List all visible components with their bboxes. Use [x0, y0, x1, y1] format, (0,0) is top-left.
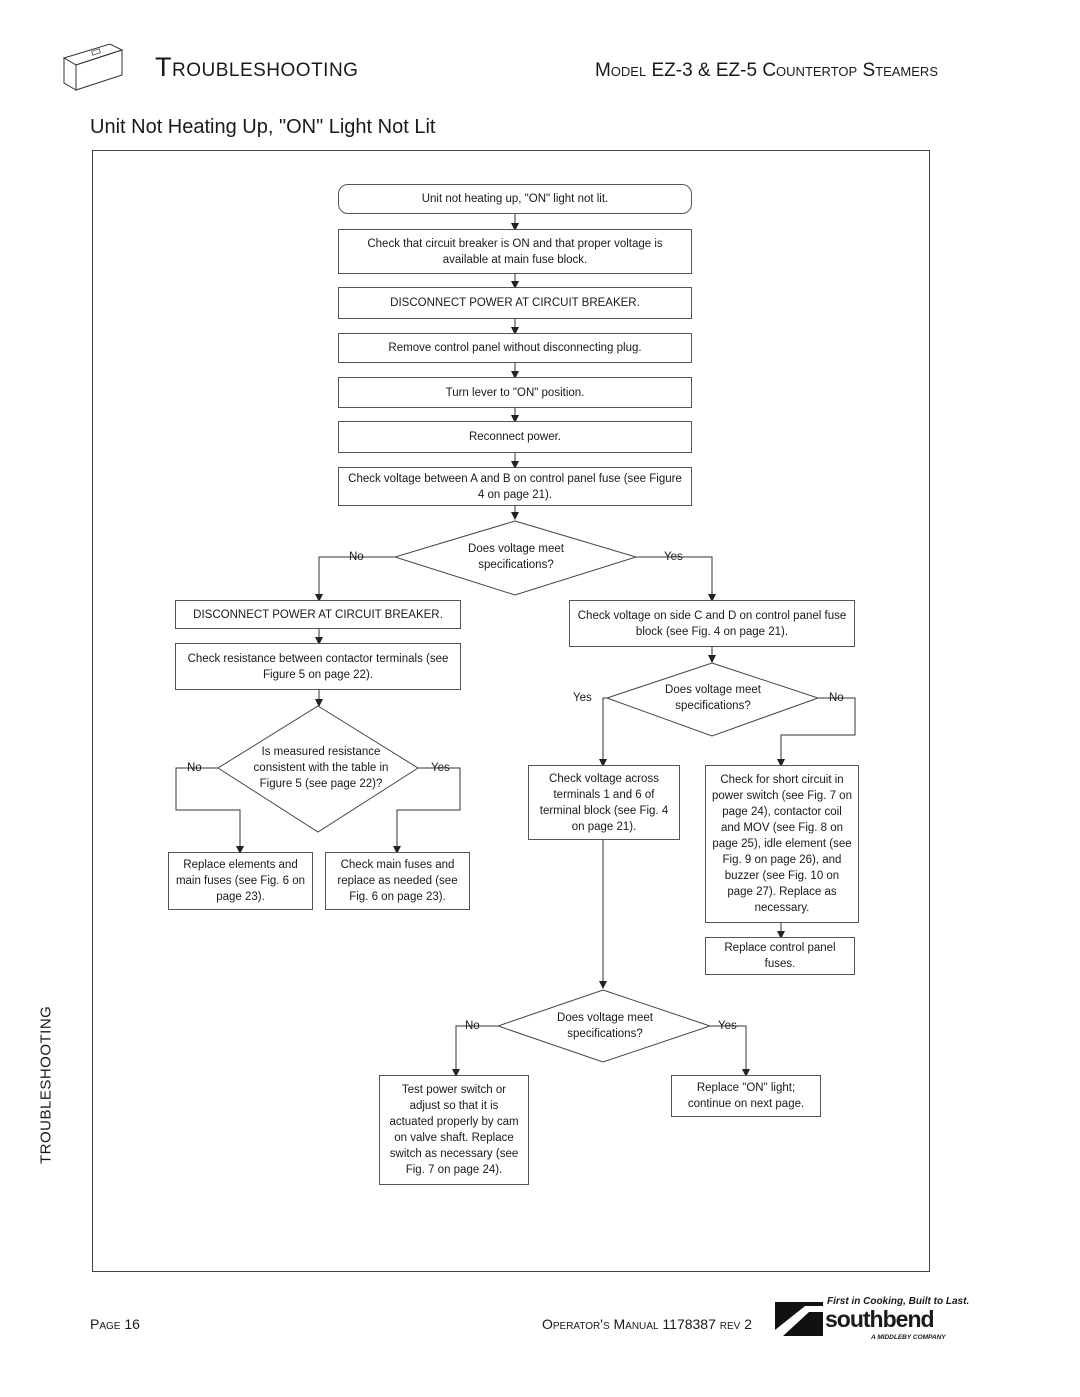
decision-3-yes: Yes — [718, 1020, 737, 1032]
flow-step-check-breaker: Check that circuit breaker is ON and tha… — [338, 229, 692, 274]
brand-subtitle: A MIDDLEBY COMPANY — [871, 1334, 946, 1341]
flow-step-check-ab: Check voltage between A and B on control… — [338, 467, 692, 506]
flow-replace-panel-fuses: Replace control panel fuses. — [705, 937, 855, 975]
decision-diamond-resistance — [217, 705, 419, 833]
southbend-logo: First in Cooking, Built to Last. southbe… — [775, 1296, 969, 1344]
flow-check-short-circuit: Check for short circuit in power switch … — [705, 765, 859, 923]
flow-left-disconnect: DISCONNECT POWER AT CIRCUIT BREAKER. — [175, 600, 461, 629]
decision-1-yes: Yes — [664, 551, 683, 563]
brand-tagline: First in Cooking, Built to Last. — [827, 1296, 970, 1307]
decision-diamond-1 — [393, 520, 638, 596]
flow-start: Unit not heating up, "ON" light not lit. — [338, 184, 692, 214]
decision-3-no: No — [465, 1020, 480, 1032]
model-title: Model EZ-3 & EZ-5 Countertop Steamers — [594, 60, 938, 81]
decision-resistance-label: Is measured resistance consistent with t… — [253, 746, 389, 790]
decision-resistance-yes: Yes — [431, 762, 450, 774]
decision-resistance-no: No — [187, 762, 202, 774]
flow-step-remove-panel: Remove control panel without disconnecti… — [338, 333, 692, 363]
section-title: Troubleshooting — [155, 52, 359, 82]
page-title: Unit Not Heating Up, "ON" Light Not Lit — [90, 116, 436, 138]
page-number: Page 16 — [90, 1316, 140, 1332]
decision-2-label: Does voltage meet specifications? — [665, 684, 761, 712]
decision-diamond-2 — [605, 662, 820, 737]
flowchart-frame — [92, 150, 930, 1272]
decision-2-yes: Yes — [573, 692, 592, 704]
brand-name: southbend — [825, 1306, 935, 1332]
flow-replace-elements: Replace elements and main fuses (see Fig… — [168, 852, 313, 910]
steamer-icon — [62, 43, 124, 91]
flow-step-turn-lever: Turn lever to "ON" position. — [338, 377, 692, 408]
southbend-mark-icon — [775, 1302, 823, 1336]
manual-reference: Operator's Manual 1178387 rev 2 — [541, 1316, 752, 1332]
decision-3-label: Does voltage meet specifications? — [557, 1012, 653, 1040]
flow-left-check-resistance: Check resistance between contactor termi… — [175, 643, 461, 690]
decision-1-label: Does voltage meet specifications? — [468, 543, 564, 571]
decision-1-no: No — [349, 551, 364, 563]
flow-step-reconnect: Reconnect power. — [338, 421, 692, 453]
flow-check-terminals: Check voltage across terminals 1 and 6 o… — [528, 765, 680, 840]
flow-test-power-switch: Test power switch or adjust so that it i… — [379, 1075, 529, 1185]
flow-step-disconnect: DISCONNECT POWER AT CIRCUIT BREAKER. — [338, 287, 692, 319]
decision-2-no: No — [829, 692, 844, 704]
flow-right-check-cd: Check voltage on side C and D on control… — [569, 600, 855, 647]
flow-replace-on-light: Replace "ON" light; continue on next pag… — [671, 1075, 821, 1117]
flow-check-main-fuses: Check main fuses and replace as needed (… — [325, 852, 470, 910]
decision-diamond-3 — [496, 989, 712, 1063]
